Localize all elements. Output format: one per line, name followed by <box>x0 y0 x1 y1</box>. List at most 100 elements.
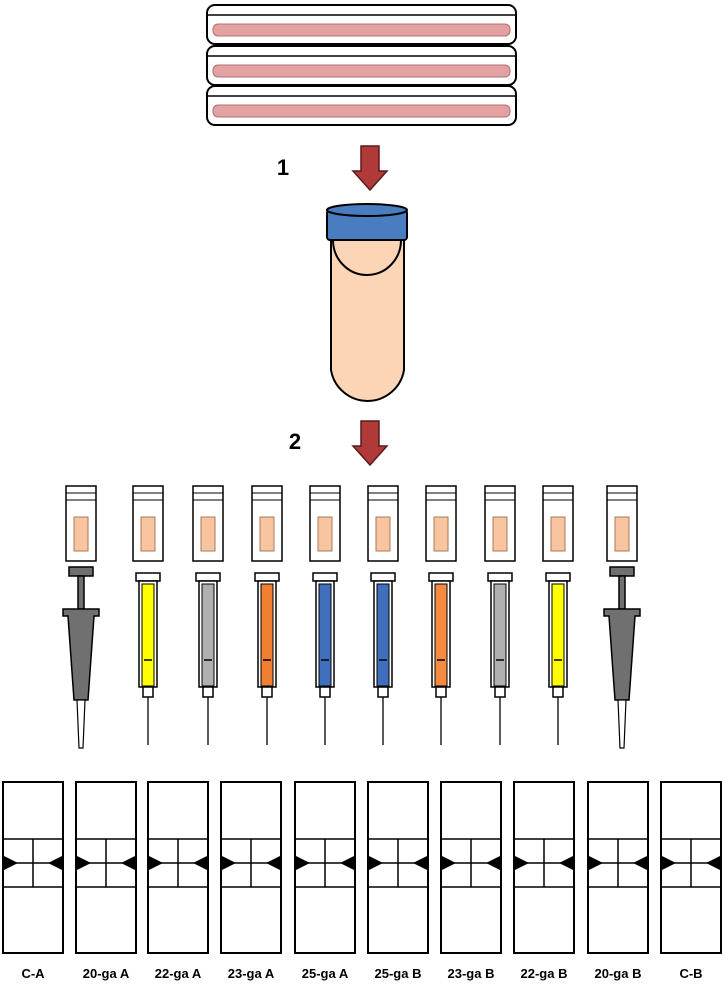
chamber-right-notch <box>486 856 500 870</box>
sample-label: 20-ga A <box>83 966 130 981</box>
syringe-fill <box>260 583 274 687</box>
chamber-left-notch <box>442 856 456 870</box>
sample-vial <box>542 485 574 562</box>
syringe-hub <box>319 686 331 698</box>
chamber-right-notch <box>706 856 720 870</box>
syringe <box>545 572 571 745</box>
syringe-plunger-head <box>428 572 454 582</box>
sample-vial <box>606 485 638 562</box>
chamber-left-notch <box>662 856 676 870</box>
chamber-right-notch <box>121 856 135 870</box>
vial-sample <box>375 516 391 552</box>
syringe-hub <box>377 686 389 698</box>
sample-vial <box>65 485 97 562</box>
chamber-right-notch <box>413 856 427 870</box>
syringe <box>195 572 221 745</box>
syringe-fill <box>201 583 215 687</box>
chamber-right-notch <box>266 856 280 870</box>
sample-label: 23-ga A <box>228 966 275 981</box>
dish-medium <box>212 64 511 78</box>
migration-chambers <box>2 781 722 954</box>
sample-vial <box>192 485 224 562</box>
chamber-left-notch <box>296 856 310 870</box>
syringe <box>428 572 454 745</box>
chamber-right-notch <box>340 856 354 870</box>
step-2-arrow <box>351 420 389 467</box>
pipette-tip <box>617 699 627 749</box>
syringe-hub <box>552 686 564 698</box>
syringe <box>135 572 161 745</box>
migration-chamber <box>75 781 137 954</box>
chamber-left-notch <box>222 856 236 870</box>
step-2-label: 2 <box>289 429 301 454</box>
syringe <box>487 572 513 745</box>
sample-vials <box>65 485 638 562</box>
syringe-hub <box>494 686 506 698</box>
syringe-plunger-head <box>254 572 280 582</box>
sample-vial <box>309 485 341 562</box>
syringe-fill <box>376 583 390 687</box>
sample-vial <box>484 485 516 562</box>
culture-dish <box>206 45 517 86</box>
syringe <box>312 572 338 745</box>
vial-sample <box>614 516 630 552</box>
pipette-plunger-cap <box>68 566 94 577</box>
sample-label: C-A <box>21 966 45 981</box>
step-1-label: 1 <box>277 155 289 180</box>
syringe-hub <box>142 686 154 698</box>
vial-sample <box>492 516 508 552</box>
culture-dish <box>206 4 517 45</box>
migration-chamber <box>660 781 722 954</box>
sample-label: 25-ga B <box>375 966 422 981</box>
syringe-hub <box>202 686 214 698</box>
chamber-left-notch <box>369 856 383 870</box>
sample-vial <box>132 485 164 562</box>
chamber-right-notch <box>559 856 573 870</box>
pipette <box>62 566 100 749</box>
migration-chamber <box>294 781 356 954</box>
pipette-body <box>603 608 641 701</box>
step-1-arrow <box>351 145 389 192</box>
syringe-hub <box>435 686 447 698</box>
chamber-right-notch <box>633 856 647 870</box>
vial-sample <box>433 516 449 552</box>
migration-chamber <box>220 781 282 954</box>
tube-cap-top <box>326 203 408 217</box>
chamber-left-notch <box>4 856 18 870</box>
syringe-fill <box>551 583 565 687</box>
migration-chamber <box>513 781 575 954</box>
syringe-plunger-head <box>312 572 338 582</box>
sample-label: 22-ga A <box>155 966 202 981</box>
syringe-fill <box>318 583 332 687</box>
syringe <box>370 572 396 745</box>
syringe-plunger-head <box>545 572 571 582</box>
sample-label: 23-ga B <box>448 966 495 981</box>
pipette-plunger <box>77 575 85 610</box>
sample-vial <box>367 485 399 562</box>
syringe-plunger-head <box>370 572 396 582</box>
syringe-fill <box>141 583 155 687</box>
dish-medium <box>212 104 511 118</box>
chamber-left-notch <box>77 856 91 870</box>
migration-chamber <box>440 781 502 954</box>
migration-chamber <box>587 781 649 954</box>
pipette-plunger <box>618 575 626 610</box>
tube-pellet-curve <box>332 239 402 276</box>
syringe-plunger-head <box>135 572 161 582</box>
vial-sample <box>259 516 275 552</box>
syringe-plunger-head <box>487 572 513 582</box>
sample-label: 20-ga B <box>595 966 642 981</box>
migration-chamber <box>2 781 64 954</box>
pipette-plunger-cap <box>609 566 635 577</box>
sample-label: C-B <box>679 966 702 981</box>
culture-dish-stack <box>206 4 517 126</box>
vial-sample <box>317 516 333 552</box>
dish-medium <box>212 23 511 37</box>
vial-sample <box>200 516 216 552</box>
syringe-fill <box>493 583 507 687</box>
syringe-hub <box>261 686 273 698</box>
chamber-left-notch <box>589 856 603 870</box>
chamber-left-notch <box>149 856 163 870</box>
